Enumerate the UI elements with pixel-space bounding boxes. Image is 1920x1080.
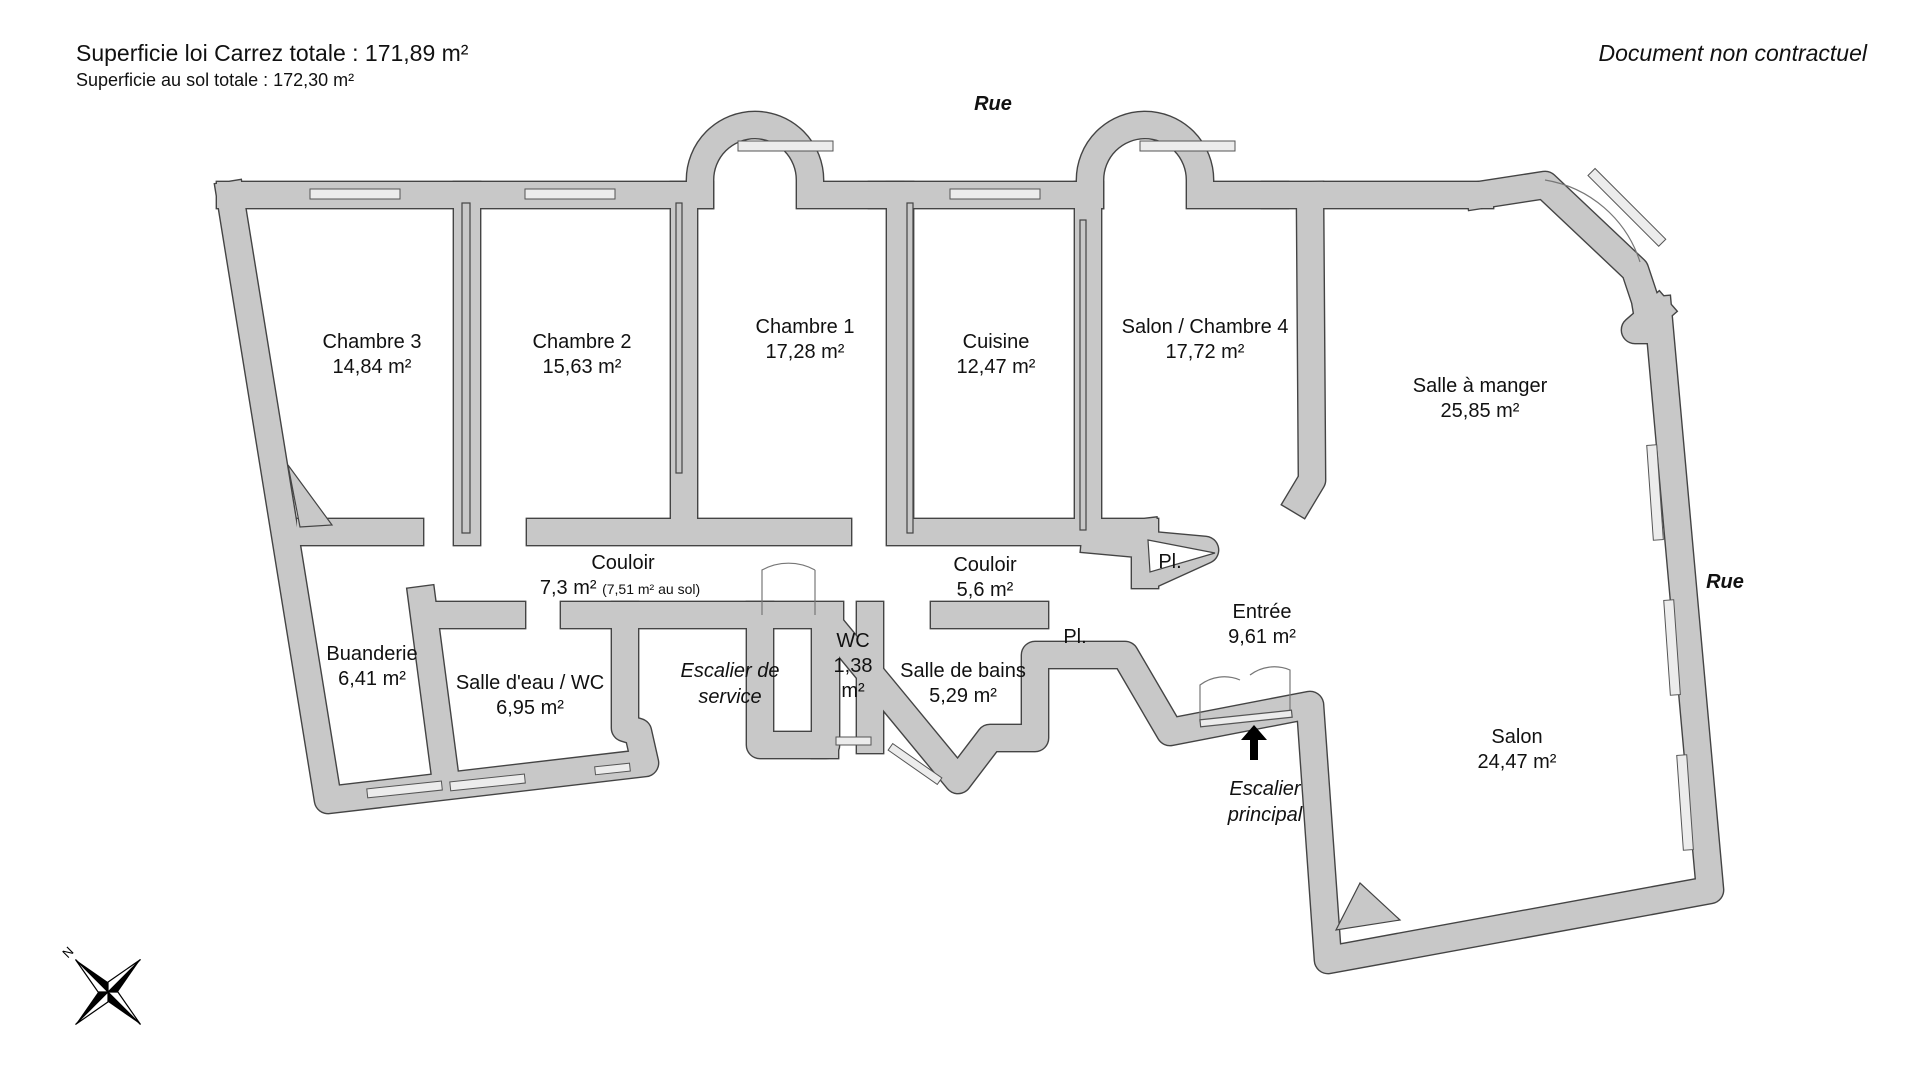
window [524, 188, 616, 200]
room-salle-eau-area: 6,95 m² [496, 697, 564, 719]
room-couloir-1-name: Couloir [591, 552, 655, 574]
window [835, 736, 872, 746]
carrez-total: Superficie loi Carrez totale : 171,89 m² [76, 40, 469, 66]
window [366, 780, 443, 799]
room-couloir-1-note: (7,51 m² au sol) [602, 581, 700, 597]
chamfers [287, 464, 1402, 931]
room-placard-1-name: Pl. [1158, 551, 1181, 573]
room-wc-area-2: m² [841, 680, 865, 702]
room-placard-2-name: Pl. [1063, 626, 1086, 648]
window [887, 742, 943, 786]
room-chambre-3-area: 14,84 m² [333, 356, 412, 378]
compass-rose-icon: N [59, 944, 142, 1026]
room-salon-area: 24,47 m² [1478, 751, 1557, 773]
doors [761, 562, 1293, 728]
escalier-service-line-2: service [698, 686, 761, 708]
walls [213, 110, 1725, 975]
room-cuisine-name: Cuisine [963, 331, 1030, 353]
thin-partitions [461, 202, 1087, 534]
room-chambre-3-name: Chambre 3 [323, 331, 422, 353]
window [1663, 599, 1681, 696]
entrance-arrow [1241, 725, 1267, 760]
room-salon-chambre-4-name: Salon / Chambre 4 [1122, 316, 1289, 338]
window [1587, 167, 1667, 247]
window [1139, 140, 1236, 152]
disclaimer: Document non contractuel [1598, 40, 1868, 66]
room-couloir-1-area: 7,3 m² (7,51 m² au sol) [540, 577, 700, 599]
compass-north-letter: N [59, 944, 76, 961]
window [1646, 444, 1664, 541]
room-salle-a-manger-area: 25,85 m² [1441, 400, 1520, 422]
surface-summary: Superficie loi Carrez totale : 171,89 m²… [76, 38, 468, 92]
room-couloir-2-name: Couloir [953, 554, 1017, 576]
windows [309, 140, 1694, 851]
room-couloir-1-area-value: 7,3 m² [540, 577, 597, 599]
room-chambre-2-area: 15,63 m² [543, 356, 622, 378]
escalier-service-line-1: Escalier de [681, 660, 780, 682]
room-wc-area-1: 1,38 [834, 655, 873, 677]
escalier-principal-line-2: principal [1227, 804, 1303, 826]
bay-window-arc [1544, 179, 1641, 263]
room-chambre-1-name: Chambre 1 [756, 316, 855, 338]
room-entree-name: Entrée [1233, 601, 1292, 623]
room-entree-area: 9,61 m² [1228, 626, 1296, 648]
room-couloir-2-area: 5,6 m² [957, 579, 1014, 601]
window [594, 762, 631, 776]
room-wc-name: WC [836, 630, 869, 652]
window [309, 188, 401, 200]
room-salon-chambre-4-area: 17,72 m² [1166, 341, 1245, 363]
window [737, 140, 834, 152]
room-chambre-2-name: Chambre 2 [533, 331, 632, 353]
window [449, 773, 526, 792]
street-right-label: Rue [1706, 571, 1744, 593]
floor-total: Superficie au sol totale : 172,30 m² [76, 70, 355, 90]
room-buanderie-name: Buanderie [326, 643, 417, 665]
room-chambre-1-area: 17,28 m² [766, 341, 845, 363]
street-top-label: Rue [974, 93, 1012, 115]
room-salle-a-manger-name: Salle à manger [1413, 375, 1548, 397]
room-salon-name: Salon [1491, 726, 1542, 748]
window [949, 188, 1041, 200]
main-double-door [1199, 676, 1241, 722]
escalier-principal-line-1: Escalier [1229, 778, 1301, 800]
room-salle-eau-name: Salle d'eau / WC [456, 672, 604, 694]
room-buanderie-area: 6,41 m² [338, 668, 406, 690]
window [1676, 754, 1694, 851]
service-door [761, 562, 816, 615]
room-salle-bains-area: 5,29 m² [929, 685, 997, 707]
room-salle-bains-name: Salle de bains [900, 660, 1026, 682]
room-cuisine-area: 12,47 m² [957, 356, 1036, 378]
